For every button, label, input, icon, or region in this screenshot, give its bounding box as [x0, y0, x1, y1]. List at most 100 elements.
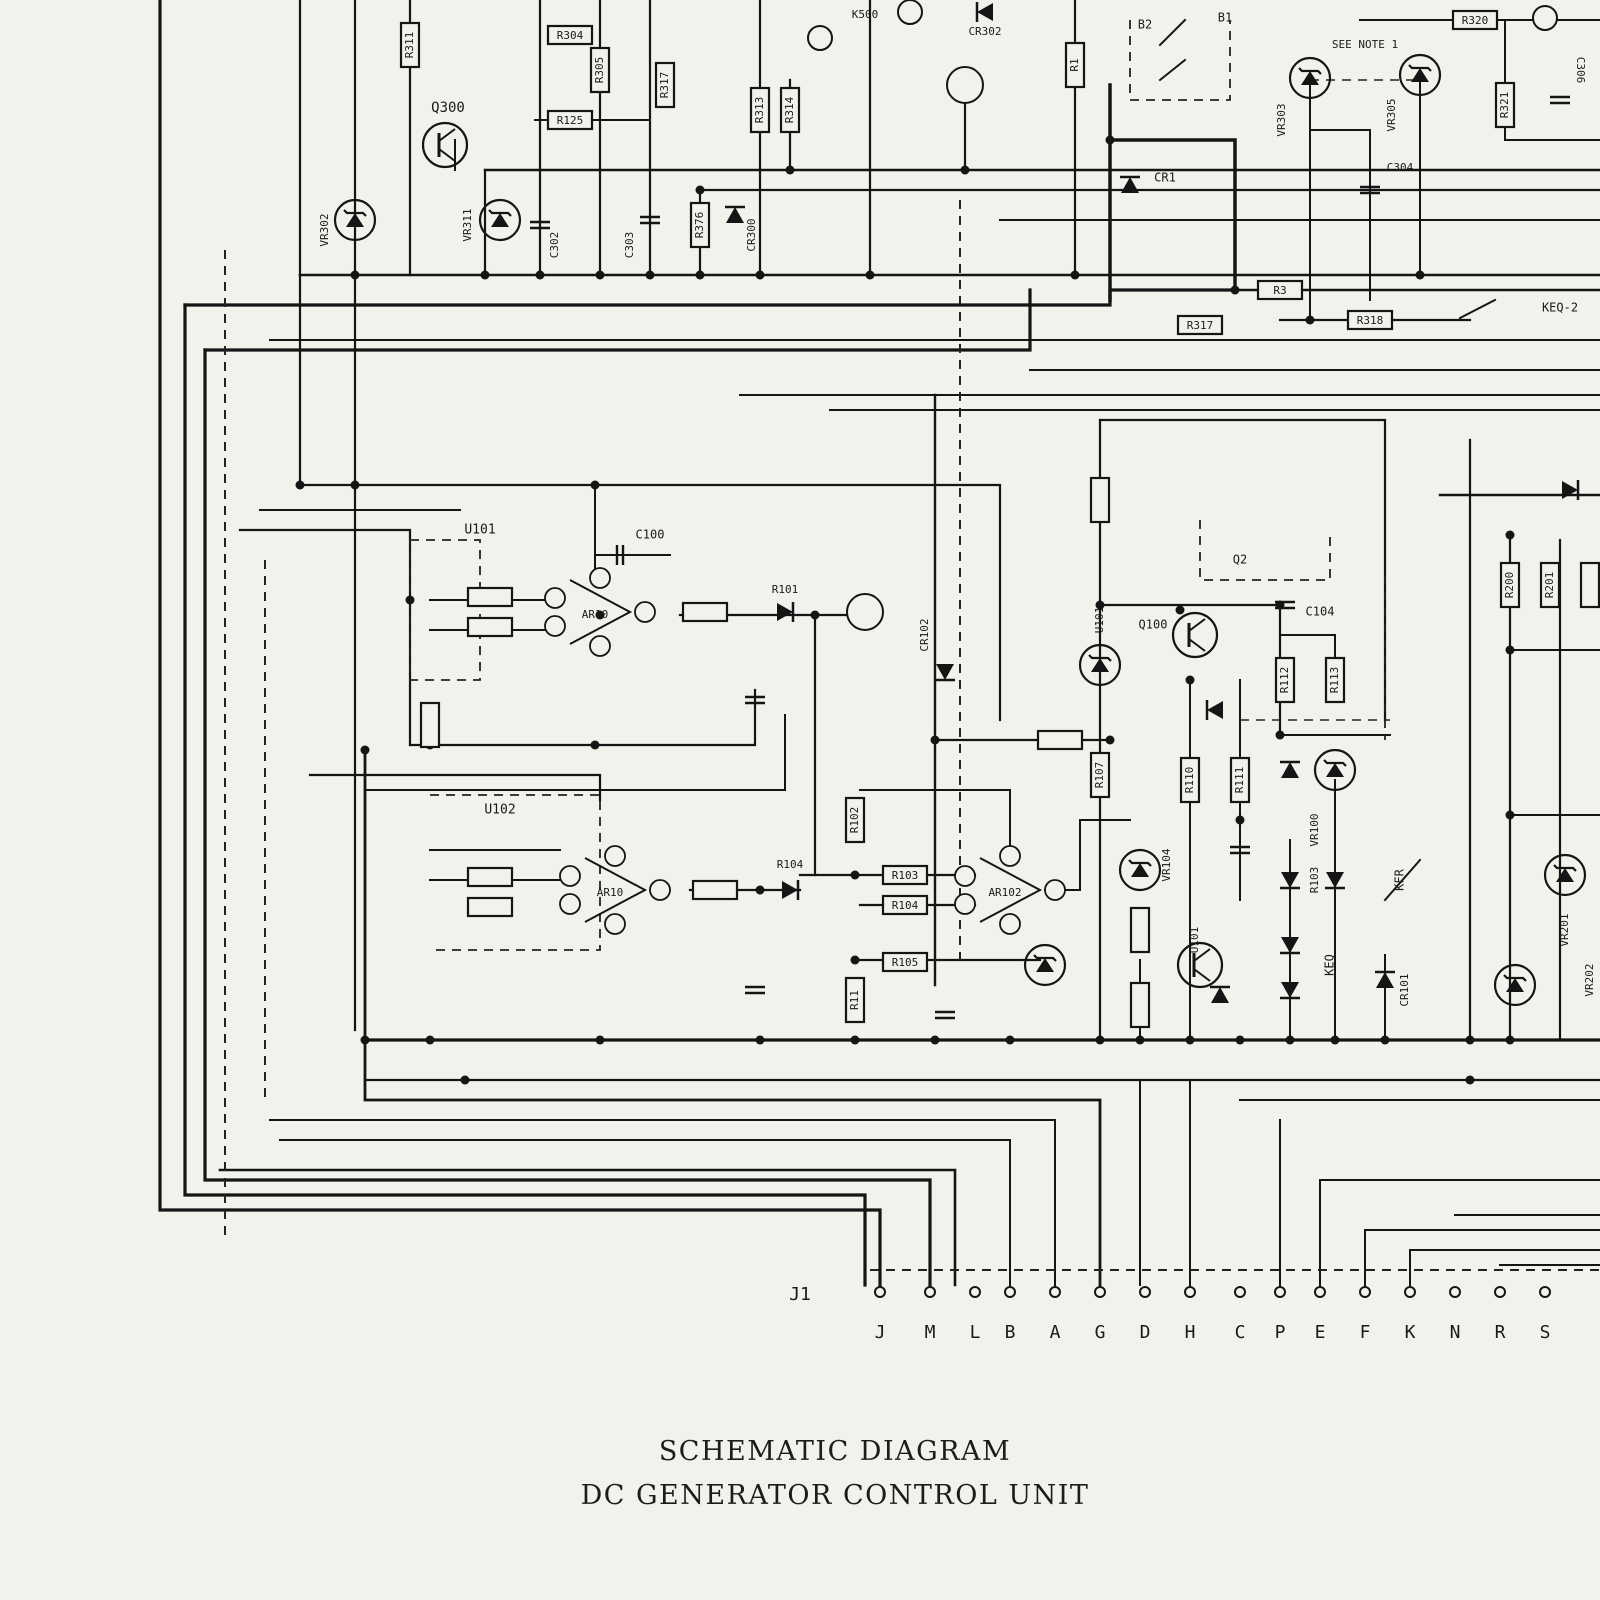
label-r317: R317 [1187, 319, 1214, 332]
capacitor-c306 [1550, 95, 1570, 105]
relay-contacts [1158, 18, 1187, 82]
resistor-r106 [1089, 476, 1111, 524]
label-r1: R1 [1068, 58, 1081, 71]
capacitor-c100 [615, 545, 625, 565]
resistor-body [749, 86, 771, 134]
opamp-pin [634, 601, 656, 623]
connector-pin-label: D [1140, 1322, 1151, 1343]
junction-dot [1285, 1035, 1295, 1045]
test-point [946, 66, 984, 104]
connector-pin-terminal [1404, 1286, 1416, 1298]
transistor-q100 [1171, 611, 1219, 659]
label-r317_top: R317 [658, 72, 671, 99]
connector-pin-label: S [1540, 1322, 1551, 1343]
label-r305: R305 [593, 57, 606, 84]
label-u102: U102 [484, 803, 515, 818]
label-cr1: CR1 [1154, 171, 1176, 185]
label-u101: U101 [464, 523, 495, 538]
opamp-pin [559, 865, 581, 887]
label-c104: C104 [1306, 605, 1335, 619]
caption-subtitle: DC GENERATOR CONTROL UNIT [580, 1480, 1090, 1511]
junction-dot [1005, 1035, 1015, 1045]
label-r318: R318 [1357, 314, 1384, 327]
resistor-r104b [881, 894, 929, 916]
resistor-body [546, 109, 594, 131]
terminal-k500-b [897, 0, 923, 25]
resistor-body [399, 21, 421, 69]
junction-dot [595, 270, 605, 280]
terminal-3 [1532, 5, 1558, 31]
resistor-body [419, 701, 441, 749]
resistor-body [681, 601, 729, 623]
opamp-ar10 [544, 567, 656, 657]
bus-line-c [218, 1168, 957, 1287]
resistor-r202 [1579, 561, 1600, 609]
rail-heavy-cr1 [1108, 138, 1237, 292]
label-u101b: U101 [1093, 607, 1106, 634]
label-r201: R201 [1543, 572, 1556, 599]
connector-pin-label: A [1050, 1322, 1061, 1343]
zener-circle [1313, 748, 1357, 792]
zener-triangle [1036, 958, 1054, 972]
opamp-body [584, 857, 648, 923]
label-r321: R321 [1498, 92, 1511, 119]
connector-pin-label: C [1235, 1322, 1246, 1343]
capacitor-c303 [640, 215, 660, 225]
junction-dot [1505, 1035, 1515, 1045]
diode-cr106 [1280, 872, 1300, 890]
junction-dot [595, 1035, 605, 1045]
resistor-r103b [881, 864, 929, 886]
zener-circle [1118, 848, 1162, 892]
transistor-q300 [421, 121, 469, 169]
transistor-lead [438, 128, 456, 142]
connector-pin-terminal [1004, 1286, 1016, 1298]
resistor-body [1579, 561, 1600, 609]
junction-dot [1380, 1035, 1390, 1045]
label-r104: R104 [892, 899, 919, 912]
zener-circle [1398, 53, 1442, 97]
connector-pin-terminal [1049, 1286, 1061, 1298]
diode-triangle [936, 664, 954, 680]
zener-bar [1408, 64, 1432, 72]
junction-dot [755, 885, 765, 895]
resistor-r110 [1179, 756, 1201, 804]
junction-dot [1135, 1035, 1145, 1045]
junction-dot [755, 1035, 765, 1045]
junction-dot [1275, 730, 1285, 740]
zener-circle [1543, 853, 1587, 897]
bus-main-upper [183, 288, 1232, 307]
terminal-k500-a [807, 25, 833, 51]
junction-dot [1105, 135, 1115, 145]
label-r304: R304 [557, 29, 584, 42]
connector-pin-label: G [1095, 1322, 1106, 1343]
resistor-body [844, 976, 866, 1024]
resistor-body [466, 896, 514, 918]
connector-pin-terminal [969, 1286, 981, 1298]
junction-dot [1505, 810, 1515, 820]
transistor-lead [1188, 618, 1206, 632]
junction-dot [1235, 815, 1245, 825]
junction-dot [360, 745, 370, 755]
connector-pin-label: E [1315, 1322, 1326, 1343]
diode-triangle [782, 881, 798, 899]
label-k500: K500 [852, 8, 879, 21]
resistor-body [689, 201, 711, 249]
resistor-body [844, 796, 866, 844]
resistor-r200 [1499, 561, 1521, 609]
resistor-r317 [1176, 314, 1224, 336]
dashed-q2-box [1199, 520, 1331, 581]
diode-triangle [777, 603, 793, 621]
label-cr300: CR300 [745, 218, 758, 251]
label-q2: Q2 [1233, 553, 1247, 567]
junction-dot [1465, 1035, 1475, 1045]
zener-bar [343, 209, 367, 217]
junction-dot [695, 270, 705, 280]
junction-dot [350, 480, 360, 490]
junction-dot [1185, 675, 1195, 685]
diode-r109 [1205, 700, 1223, 720]
diagram-caption: SCHEMATIC DIAGRAM DC GENERATOR CONTROL U… [0, 1430, 1600, 1518]
resistor-r118 [419, 701, 441, 749]
zener-circle [1023, 943, 1067, 987]
junction-dot [1235, 1035, 1245, 1045]
